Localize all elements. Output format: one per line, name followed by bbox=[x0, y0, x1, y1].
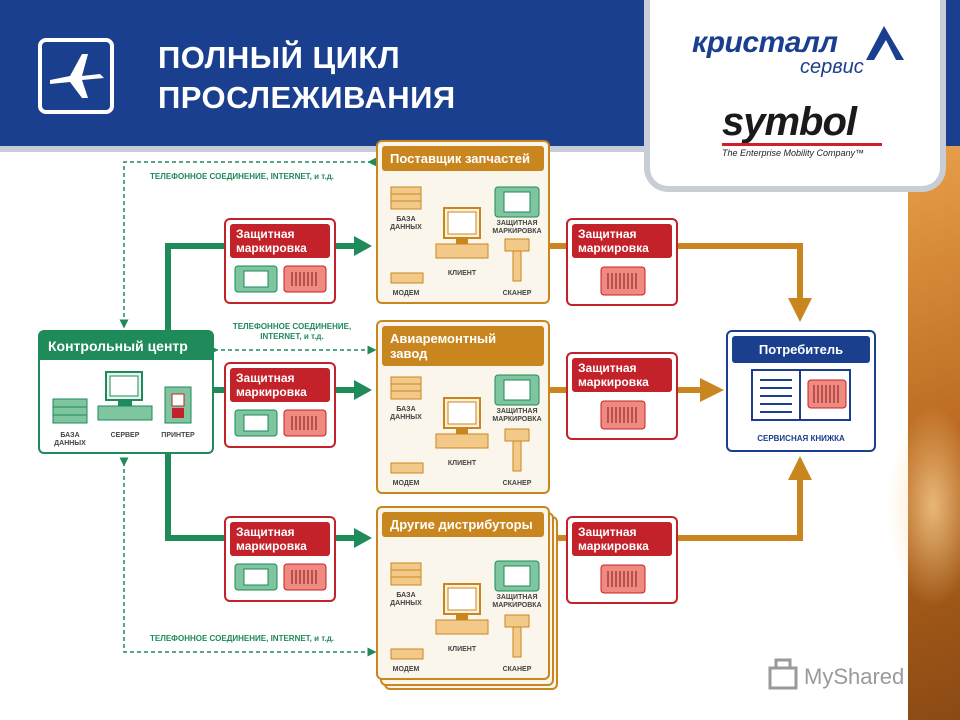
client-computer-icon bbox=[435, 207, 489, 259]
barcode-label-icon bbox=[600, 564, 646, 594]
marking-box-right-2: Защитная маркировка bbox=[566, 352, 678, 440]
marking-box-left-1: Защитная маркировка bbox=[224, 218, 336, 304]
barcode-label-icon bbox=[600, 400, 646, 430]
control-center-title: Контрольный центр bbox=[40, 332, 212, 360]
airplane-icon bbox=[38, 38, 114, 114]
database-icon bbox=[390, 186, 422, 210]
service-book-caption: СЕРВИСНАЯ КНИЖКА bbox=[757, 434, 845, 443]
site-title: Другие дистрибуторы bbox=[382, 512, 544, 537]
site-db-label: БАЗА ДАННЫХ bbox=[390, 216, 422, 231]
marking-label-icon bbox=[494, 560, 540, 592]
control-printer-label: ПРИНТЕР bbox=[161, 432, 195, 439]
database-icon bbox=[52, 398, 88, 424]
printer-icon bbox=[164, 386, 192, 424]
site-title: Авиаремонтный завод bbox=[382, 326, 544, 366]
title-line-1: ПОЛНЫЙ ЦИКЛ bbox=[158, 40, 401, 75]
marking-title: Защитная маркировка bbox=[230, 224, 330, 258]
control-center-box: Контрольный центр БАЗА ДАННЫХ СЕРВЕР ПРИ… bbox=[38, 330, 214, 454]
site-client-label: КЛИЕНТ bbox=[447, 270, 477, 277]
page-title: ПОЛНЫЙ ЦИКЛ ПРОСЛЕЖИВАНИЯ bbox=[158, 38, 456, 118]
marking-box-right-3: Защитная маркировка bbox=[566, 516, 678, 604]
kristall-mountain-icon bbox=[866, 26, 904, 60]
symbol-logo: symbol bbox=[722, 100, 857, 144]
site-marking-label: ЗАЩИТНАЯ МАРКИРОВКА bbox=[492, 408, 542, 423]
kristall-logo: кристалл bbox=[692, 26, 838, 59]
symbol-underline bbox=[722, 143, 882, 146]
logo-card bbox=[650, 0, 940, 186]
marking-title: Защитная маркировка bbox=[230, 368, 330, 402]
modem-icon bbox=[390, 462, 424, 474]
link-label-middle: ТЕЛЕФОННОЕ СОЕДИНЕНИЕ, INTERNET, и т.д. bbox=[232, 322, 352, 341]
marking-label-icon bbox=[494, 374, 540, 406]
symbol-tagline: The Enterprise Mobility Company™ bbox=[722, 148, 865, 158]
marking-box-left-3: Защитная маркировка bbox=[224, 516, 336, 602]
control-server-label: СЕРВЕР bbox=[110, 432, 140, 439]
marking-title: Защитная маркировка bbox=[572, 522, 672, 556]
title-line-2: ПРОСЛЕЖИВАНИЯ bbox=[158, 80, 456, 115]
consumer-title: Потребитель bbox=[732, 336, 870, 363]
consumer-box: Потребитель СЕРВИСНАЯ КНИЖКА bbox=[726, 330, 876, 452]
site-marking-label: ЗАЩИТНАЯ МАРКИРОВКА bbox=[492, 594, 542, 609]
marking-label-icon bbox=[494, 186, 540, 218]
security-labels-icon bbox=[234, 409, 327, 437]
site-modem-label: МОДЕМ bbox=[392, 666, 420, 673]
marking-box-left-2: Защитная маркировка bbox=[224, 362, 336, 448]
site-db-label: БАЗА ДАННЫХ bbox=[390, 592, 422, 607]
site-client-label: КЛИЕНТ bbox=[447, 646, 477, 653]
link-label-bottom: ТЕЛЕФОННОЕ СОЕДИНЕНИЕ, INTERNET, и т.д. bbox=[150, 634, 335, 643]
modem-icon bbox=[390, 648, 424, 660]
scanner-icon bbox=[504, 428, 530, 472]
client-computer-icon bbox=[435, 583, 489, 635]
site-client-label: КЛИЕНТ bbox=[447, 460, 477, 467]
site-modem-label: МОДЕМ bbox=[392, 480, 420, 487]
marking-title: Защитная маркировка bbox=[572, 224, 672, 258]
site-marking-label: ЗАЩИТНАЯ МАРКИРОВКА bbox=[492, 220, 542, 235]
security-labels-icon bbox=[234, 563, 327, 591]
control-db-label: БАЗА ДАННЫХ bbox=[54, 432, 86, 447]
site-title: Поставщик запчастей bbox=[382, 146, 544, 171]
security-labels-icon bbox=[234, 265, 327, 293]
scanner-icon bbox=[504, 614, 530, 658]
decorative-side-panel bbox=[888, 146, 960, 720]
scanner-icon bbox=[504, 238, 530, 282]
site-modem-label: МОДЕМ bbox=[392, 290, 420, 297]
site-box-repair-plant: Авиаремонтный завод БАЗА ДАННЫХ КЛИЕНТ З… bbox=[376, 320, 550, 494]
client-computer-icon bbox=[435, 397, 489, 449]
servis-logo: сервис bbox=[800, 56, 864, 78]
site-scanner-label: СКАНЕР bbox=[502, 290, 532, 297]
site-scanner-label: СКАНЕР bbox=[502, 666, 532, 673]
site-box-distributors: Другие дистрибуторы БАЗА ДАННЫХ КЛИЕНТ З… bbox=[376, 506, 550, 680]
site-scanner-label: СКАНЕР bbox=[502, 480, 532, 487]
site-db-label: БАЗА ДАННЫХ bbox=[390, 406, 422, 421]
database-icon bbox=[390, 562, 422, 586]
service-book-icon bbox=[751, 369, 851, 421]
marking-title: Защитная маркировка bbox=[572, 358, 672, 392]
myshared-watermark: MyShared bbox=[804, 664, 905, 689]
modem-icon bbox=[390, 272, 424, 284]
barcode-label-icon bbox=[600, 266, 646, 296]
marking-box-right-1: Защитная маркировка bbox=[566, 218, 678, 306]
marking-title: Защитная маркировка bbox=[230, 522, 330, 556]
link-label-top: ТЕЛЕФОННОЕ СОЕДИНЕНИЕ, INTERNET, и т.д. bbox=[150, 172, 335, 181]
myshared-logo-icon bbox=[768, 658, 798, 690]
database-icon bbox=[390, 376, 422, 400]
site-box-supplier: Поставщик запчастей БАЗА ДАННЫХ КЛИЕНТ З… bbox=[376, 140, 550, 304]
server-icon bbox=[97, 371, 153, 421]
